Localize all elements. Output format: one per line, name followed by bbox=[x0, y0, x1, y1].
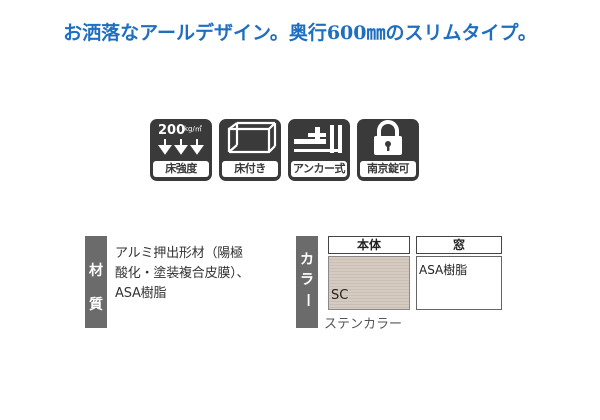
body-color-name: ステンカラー bbox=[324, 317, 403, 332]
anchor-icon: アンカー式 bbox=[288, 119, 350, 181]
material-description: アルミ押出形材（陽極 酸化・塗装複合皮膜）、 ASA樹脂 bbox=[115, 246, 250, 301]
window-material: ASA樹脂 bbox=[419, 263, 468, 277]
feature-label: 床強度 bbox=[153, 161, 209, 177]
padlock-icon: 南京錠可 bbox=[357, 119, 419, 181]
body-header: 本体 bbox=[328, 236, 410, 254]
body-color-swatch bbox=[328, 256, 410, 310]
window-header: 窓 bbox=[416, 236, 502, 254]
load-value: 200 bbox=[158, 123, 185, 138]
window-swatch bbox=[416, 256, 502, 310]
load-arrows-icon: 200 kg/㎡ bbox=[158, 123, 204, 155]
load-capacity-icon: 200 kg/㎡ 床強度 bbox=[150, 119, 212, 181]
feature-label: 南京錠可 bbox=[360, 161, 416, 177]
body-color-code: SC bbox=[331, 288, 349, 303]
material-tag: 材 質 bbox=[85, 236, 107, 328]
feature-label: 床付き bbox=[222, 161, 278, 177]
floor-frame-icon: 床付き bbox=[219, 119, 281, 181]
headline: お洒落なアールデザイン。奥行600㎜のスリムタイプ。 bbox=[63, 22, 537, 44]
feature-label: アンカー式 bbox=[291, 161, 347, 177]
color-tag: カ ラ ー bbox=[296, 236, 318, 328]
load-unit: kg/㎡ bbox=[184, 125, 202, 133]
